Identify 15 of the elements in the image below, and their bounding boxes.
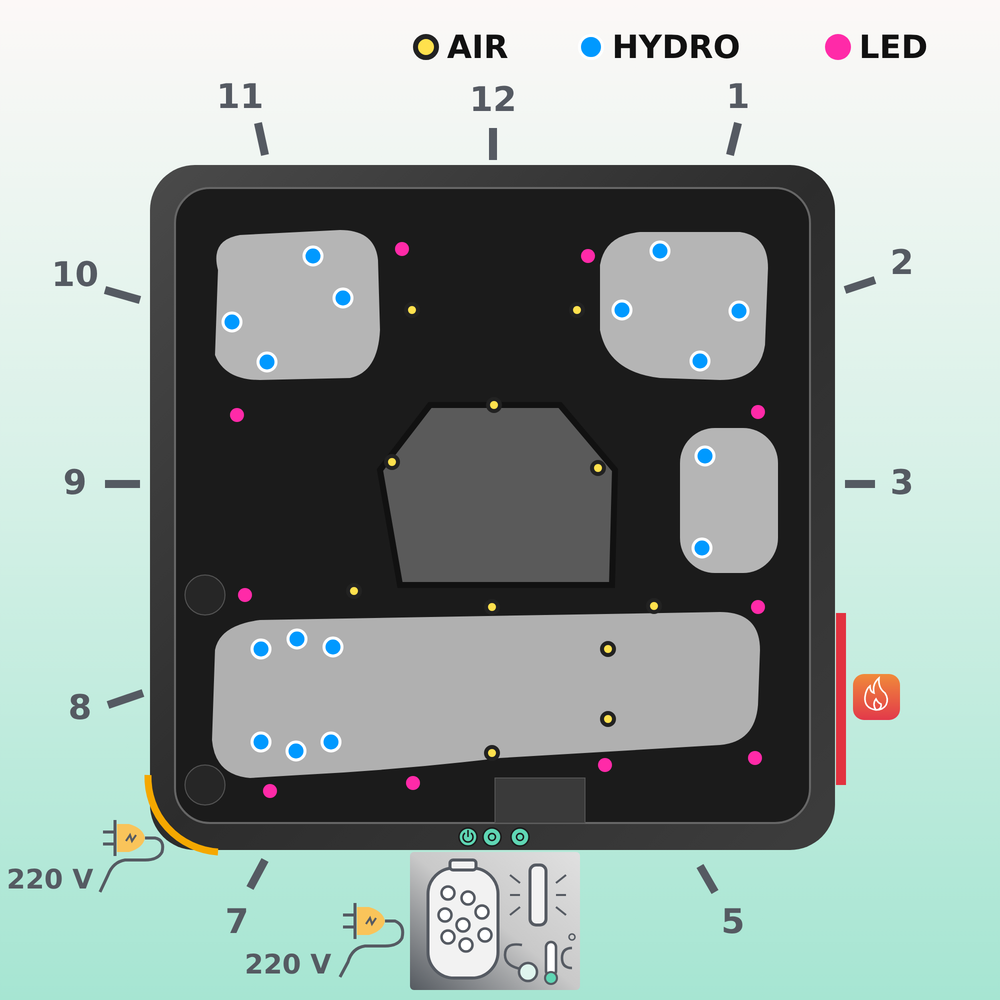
- legend-label: HYDRO: [612, 28, 740, 66]
- position-number: 12: [469, 80, 517, 120]
- voltage-label: 220 V: [6, 864, 94, 896]
- legend-label: LED: [859, 28, 928, 66]
- position-number: 7: [225, 902, 249, 942]
- position-number: 9: [63, 463, 87, 503]
- position-number: 2: [890, 243, 914, 283]
- position-number: 8: [68, 688, 92, 728]
- position-number: 5: [721, 902, 745, 942]
- position-number: 3: [890, 463, 914, 503]
- legend-label: AIR: [447, 28, 508, 66]
- position-number: 11: [216, 77, 264, 117]
- voltage-label: 220 V: [244, 950, 332, 980]
- position-number: 1: [726, 77, 750, 117]
- position-number: 10: [51, 255, 99, 295]
